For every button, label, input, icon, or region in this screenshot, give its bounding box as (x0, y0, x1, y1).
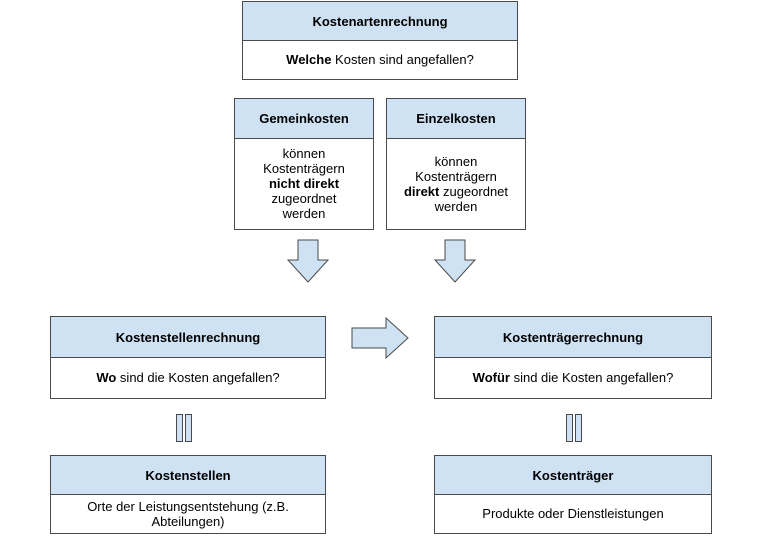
einzelkosten-body: können Kostenträgern direkt zugeordnet w… (387, 138, 525, 229)
equals-bar (176, 414, 183, 442)
kostentraegerrechnung-title: Kostenträgerrechnung (502, 329, 644, 345)
kostenstellen-title: Kostenstellen (145, 467, 231, 483)
einzelkosten-text: können Kostenträgern direkt zugeordnet w… (403, 153, 509, 214)
kostenstellen-box: Kostenstellen Orte der Leistungsentstehu… (50, 455, 326, 534)
kostenstellenrechnung-header: Kostenstellenrechnung (51, 317, 325, 358)
equals-connector-left-icon (176, 414, 192, 442)
kostenstellenrechnung-body: Wo sind die Kosten angefallen? (51, 357, 325, 398)
kostenstellen-body: Orte der Leistungsentstehung (z.B. Abtei… (51, 494, 325, 533)
kostenartenrechnung-question: Welche Kosten sind angefallen? (286, 52, 474, 67)
gemeinkosten-box: Gemeinkosten können Kostenträgern nicht … (234, 98, 374, 230)
kostenstellen-header: Kostenstellen (51, 456, 325, 495)
kostentraeger-body: Produkte oder Dienstleistungen (435, 494, 711, 533)
gemeinkosten-text: können Kostenträgern nicht direkt zugeor… (263, 146, 345, 221)
kostentraegerrechnung-header: Kostenträgerrechnung (435, 317, 711, 358)
kostentraegerrechnung-box: Kostenträgerrechnung Wofür sind die Kost… (434, 316, 712, 399)
right-arrow-icon (351, 316, 409, 360)
kostenstellen-text: Orte der Leistungsentstehung (z.B. Abtei… (87, 498, 289, 529)
kostenstellenrechnung-box: Kostenstellenrechnung Wo sind die Kosten… (50, 316, 326, 399)
kostenartenrechnung-body: Welche Kosten sind angefallen? (243, 40, 517, 79)
kostentraeger-title: Kostenträger (532, 467, 614, 483)
kostentraegerrechnung-question: Wofür sind die Kosten angefallen? (472, 370, 674, 385)
kostenartenrechnung-box: Kostenartenrechnung Welche Kosten sind a… (242, 1, 518, 80)
kostentraegerrechnung-body: Wofür sind die Kosten angefallen? (435, 357, 711, 398)
kostenartenrechnung-title: Kostenartenrechnung (312, 13, 448, 29)
kostentraeger-header: Kostenträger (435, 456, 711, 495)
einzelkosten-title: Einzelkosten (416, 111, 496, 126)
kostentraeger-text: Produkte oder Dienstleistungen (482, 506, 664, 521)
equals-connector-right-icon (566, 414, 582, 442)
einzelkosten-box: Einzelkosten können Kostenträgern direkt… (386, 98, 526, 230)
kostenartenrechnung-header: Kostenartenrechnung (243, 2, 517, 41)
kostenstellenrechnung-question: Wo sind die Kosten angefallen? (96, 370, 280, 385)
einzelkosten-header: Einzelkosten (387, 99, 525, 139)
kostentraeger-box: Kostenträger Produkte oder Dienstleistun… (434, 455, 712, 534)
equals-bar (185, 414, 192, 442)
gemeinkosten-header: Gemeinkosten (235, 99, 373, 139)
kostenstellenrechnung-title: Kostenstellenrechnung (115, 329, 261, 345)
gemeinkosten-title: Gemeinkosten (259, 111, 349, 126)
down-arrow-left-icon (286, 239, 330, 283)
down-arrow-right-icon (433, 239, 477, 283)
equals-bar (575, 414, 582, 442)
gemeinkosten-body: können Kostenträgern nicht direkt zugeor… (235, 138, 373, 229)
equals-bar (566, 414, 573, 442)
